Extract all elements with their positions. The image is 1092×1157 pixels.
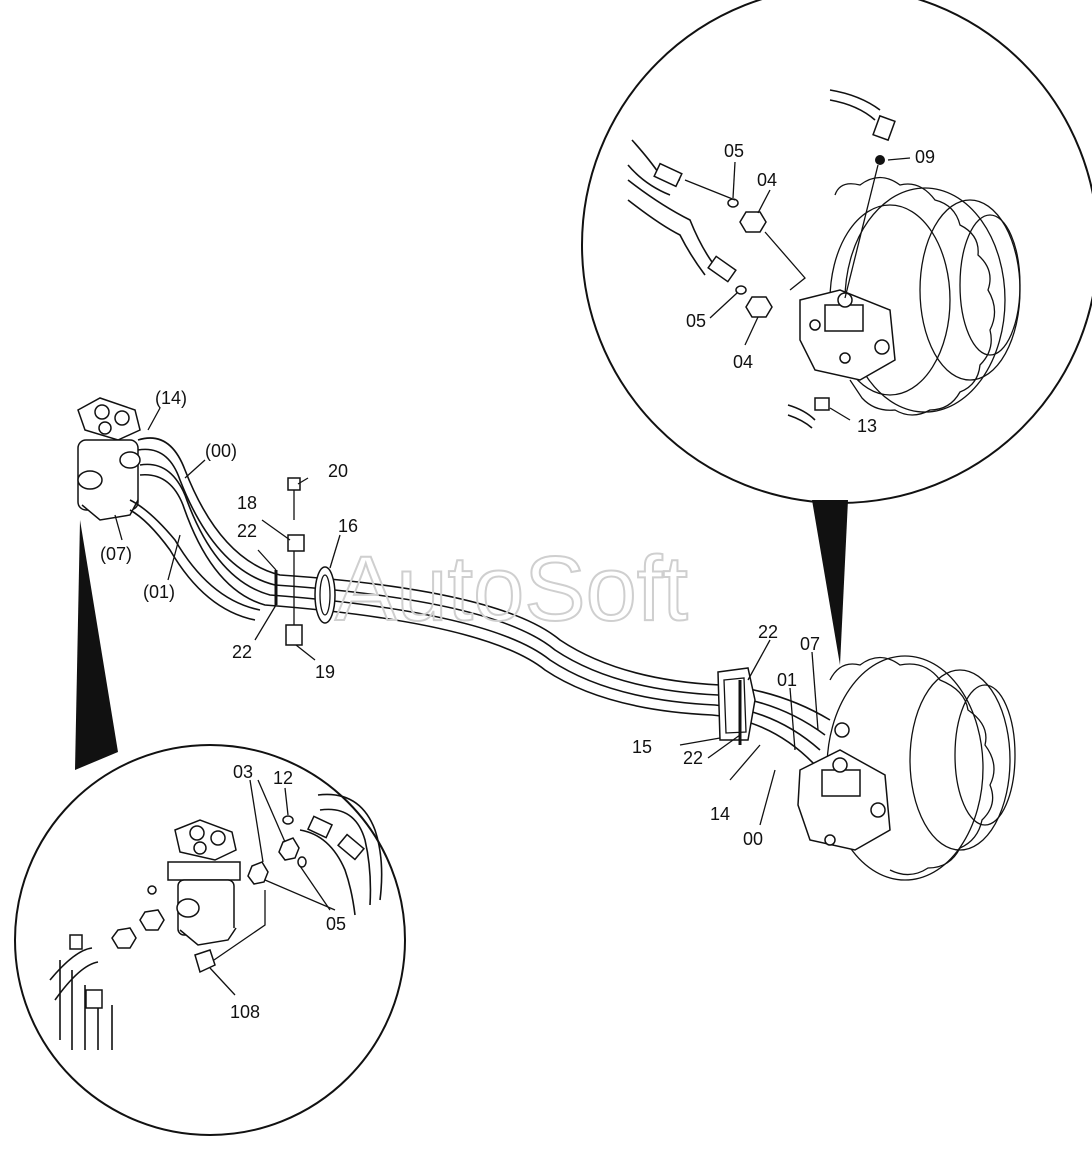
bottom-detail-leaders: [209, 779, 336, 996]
callout-20: 20: [328, 461, 348, 481]
plate-19: [285, 624, 303, 646]
top-detail-view: 05 04 09 05 04 13: [581, 0, 1092, 665]
callout-16: 16: [338, 516, 358, 536]
callout-14: 14: [710, 804, 730, 824]
bottom-detail-hoses: [49, 793, 383, 1050]
callout-07-paren: (07): [100, 544, 132, 564]
clamp-16: [314, 566, 336, 624]
callout-05-top: 05: [724, 141, 744, 161]
center-joint: [77, 397, 141, 521]
callout-01: 01: [777, 670, 797, 690]
main-assembly: (14) (00) (07) (01) 20 18 22 16 22 19 22…: [77, 388, 1016, 881]
callout-22-upper-left: 22: [237, 521, 257, 541]
top-detail-pointer: [812, 500, 848, 665]
callout-00: 00: [743, 829, 763, 849]
callout-04-low: 04: [733, 352, 753, 372]
main-hose-bundle: [129, 437, 831, 766]
main-travel-motor: [797, 655, 1016, 881]
bottom-detail-pointer: [75, 520, 118, 770]
main-leaders: [114, 407, 819, 826]
callout-05-bottom: 05: [326, 914, 346, 934]
callout-14-paren: (14): [155, 388, 187, 408]
clamp-15: [717, 667, 756, 741]
callout-07: 07: [800, 634, 820, 654]
callout-15: 15: [632, 737, 652, 757]
bottom-center-joint: [167, 819, 241, 946]
callout-22-lower-left: 22: [232, 642, 252, 662]
callout-22-upper-right: 22: [758, 622, 778, 642]
top-detail-leaders: [684, 157, 911, 421]
callout-108: 108: [230, 1002, 260, 1022]
bottom-detail-view: 12 03 05 108: [14, 520, 406, 1136]
top-detail-hoses: [627, 89, 896, 429]
callout-05-mid: 05: [686, 311, 706, 331]
callout-18: 18: [237, 493, 257, 513]
callout-22-lower-right: 22: [683, 748, 703, 768]
callout-19: 19: [315, 662, 335, 682]
callout-00-paren: (00): [205, 441, 237, 461]
callout-01-paren: (01): [143, 582, 175, 602]
callout-12: 12: [273, 768, 293, 788]
callout-04-top: 04: [757, 170, 777, 190]
bolt-20: [287, 477, 301, 520]
top-motor-block: [799, 289, 896, 381]
callout-09: 09: [915, 147, 935, 167]
callout-03: 03: [233, 762, 253, 782]
watermark: AutoSoft: [335, 538, 688, 640]
plate-18: [287, 534, 305, 552]
callout-13: 13: [857, 416, 877, 436]
